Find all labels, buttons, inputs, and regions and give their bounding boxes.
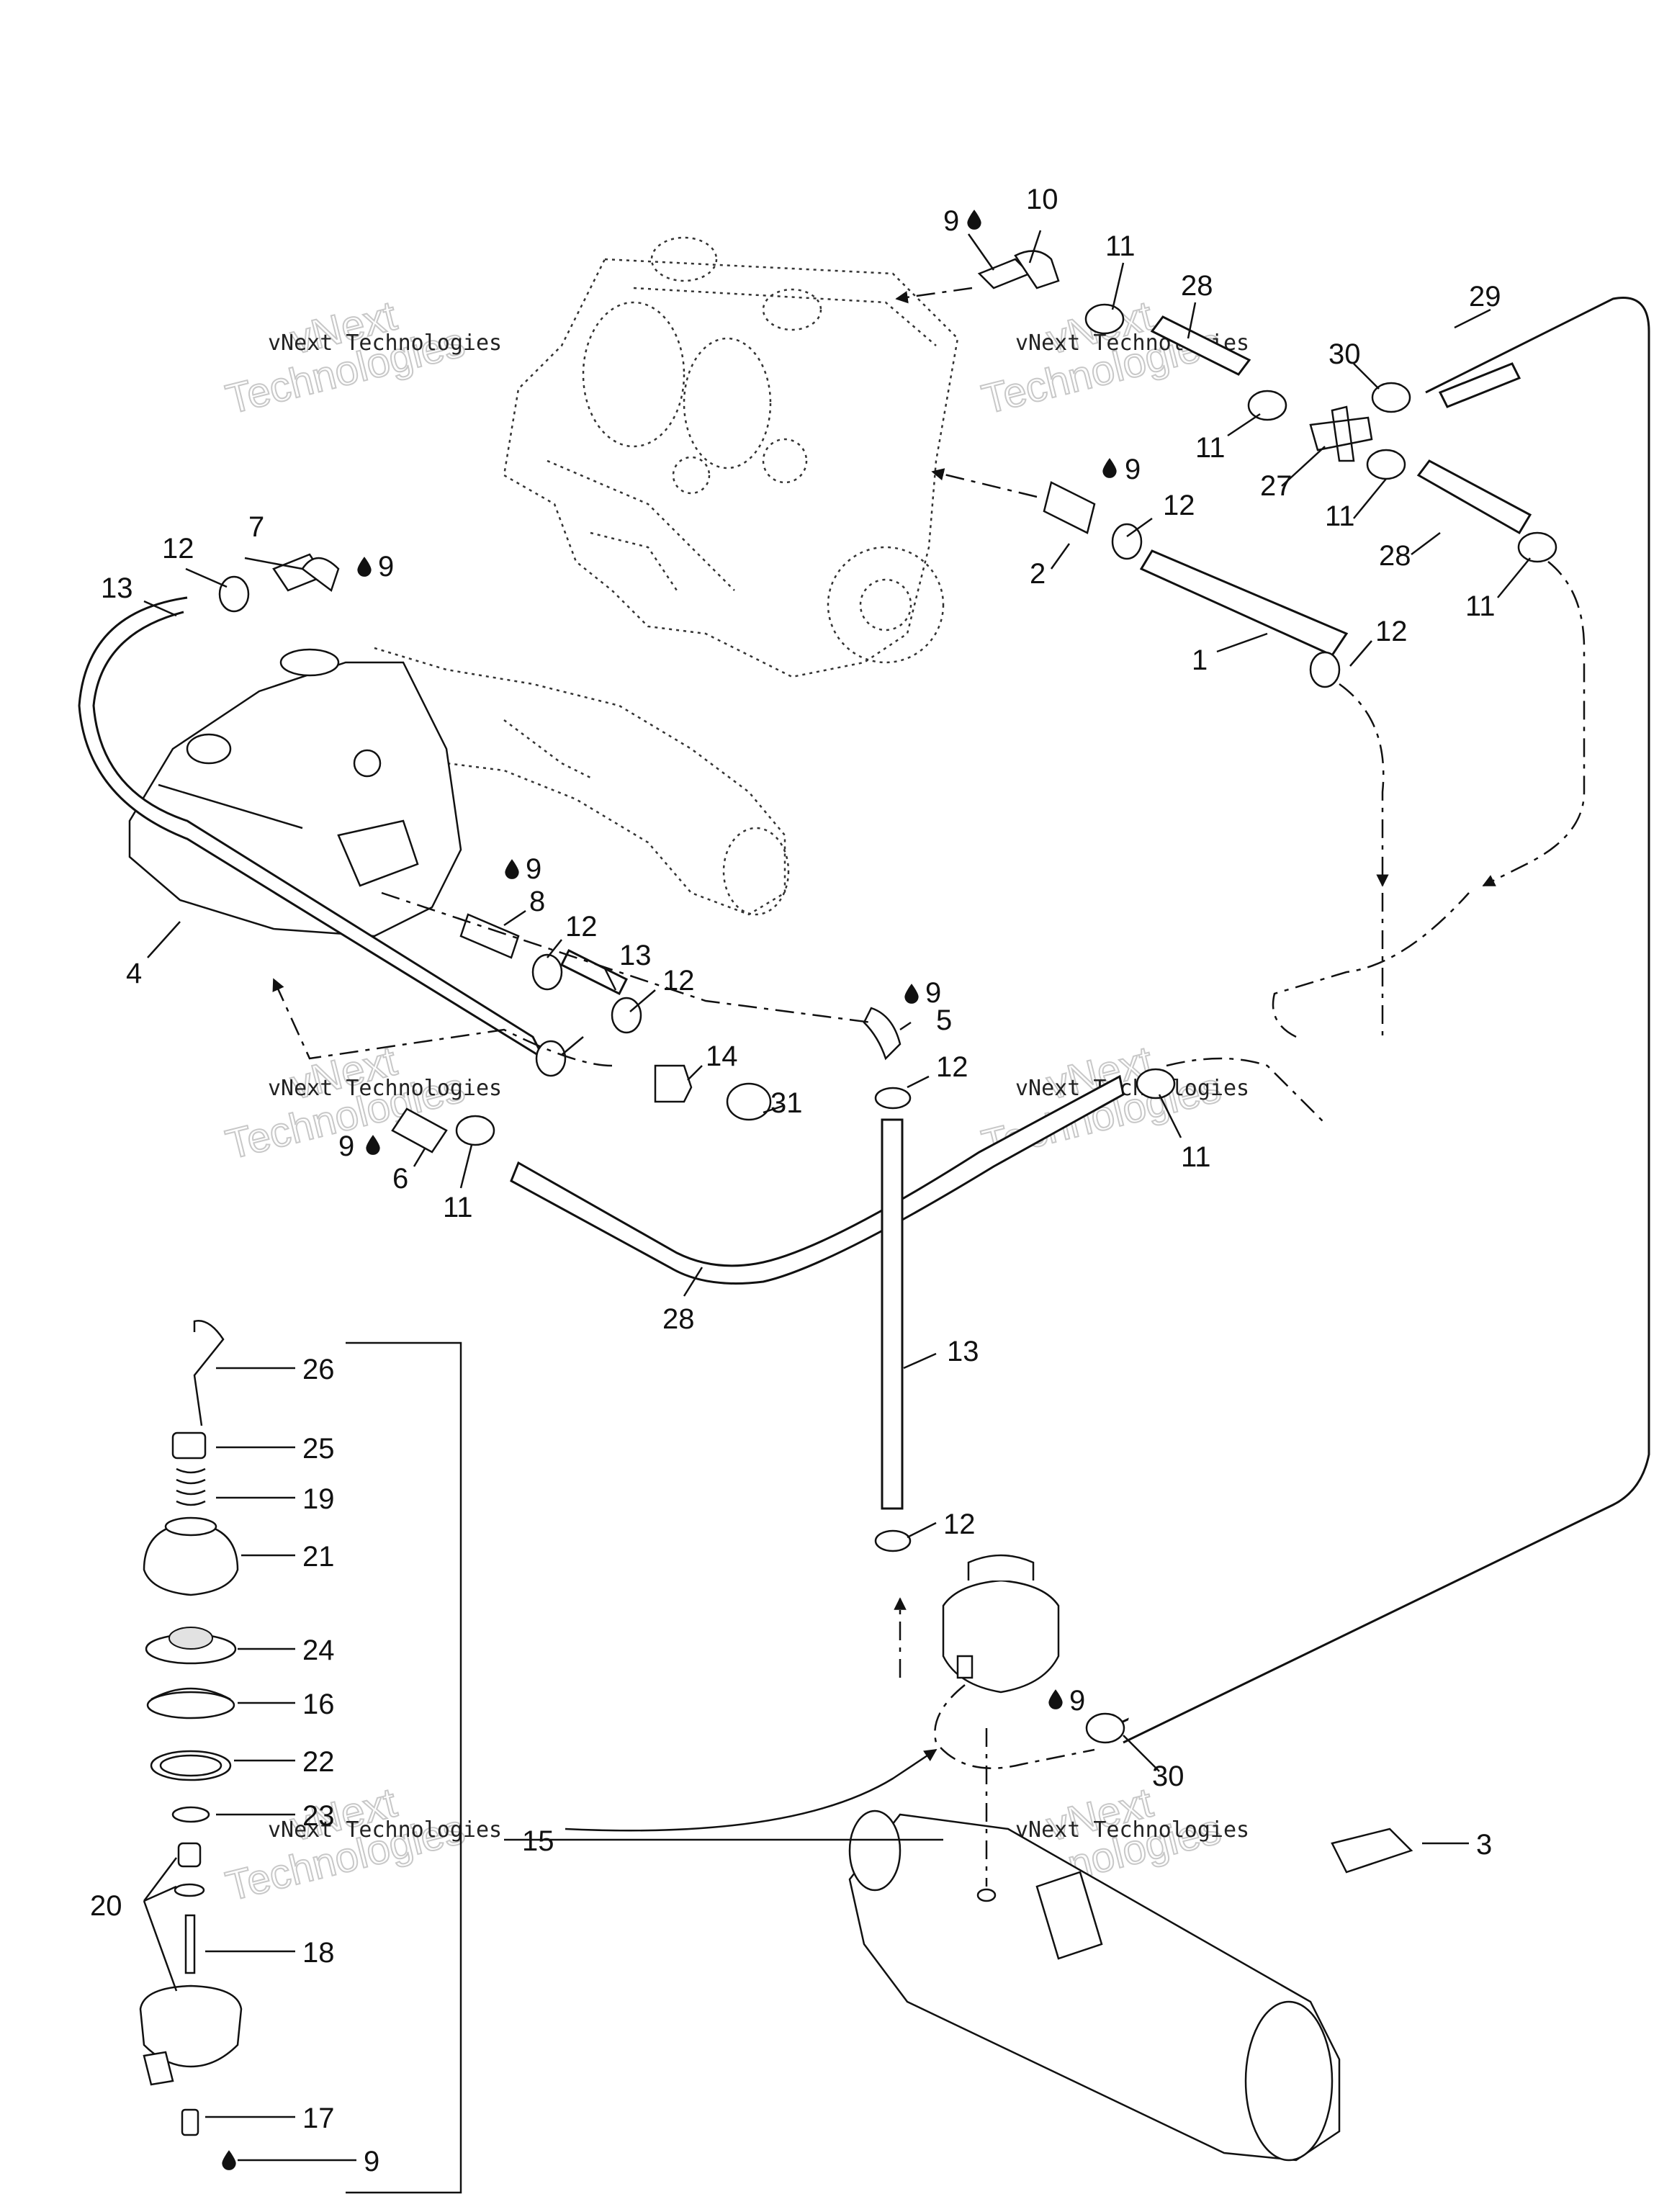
part-label: 13 — [101, 572, 133, 604]
part-label: 25 — [302, 1433, 335, 1465]
part-label: 9 — [1125, 454, 1141, 485]
part-label: 21 — [302, 1541, 335, 1573]
oil-drop-icon — [904, 984, 919, 1004]
regulator-assembly — [139, 1320, 462, 2194]
resonator-tank — [848, 1809, 1341, 2162]
part-label: 11 — [443, 1192, 473, 1223]
watermark: vNext Technologies — [268, 1076, 502, 1101]
part-label: 12 — [662, 965, 695, 997]
oil-drop-icon — [1048, 1689, 1063, 1709]
part-label: 12 — [1163, 490, 1195, 521]
oil-drop-icon — [366, 1135, 380, 1155]
watermark: vNext Technologies — [1015, 1817, 1249, 1843]
part-label: 20 — [90, 1890, 122, 1922]
part-label: 11 — [1181, 1141, 1211, 1173]
part-label: 28 — [1181, 270, 1213, 302]
part-label: 6 — [392, 1163, 408, 1195]
part-label: 2 — [1030, 558, 1046, 590]
part-label: 9 — [378, 551, 394, 583]
part-label: 22 — [302, 1746, 335, 1778]
part-label: 3 — [1476, 1829, 1492, 1861]
part-label: 12 — [162, 533, 194, 565]
part-label: 1 — [1192, 644, 1208, 676]
oil-drop-icon — [222, 2150, 236, 2170]
leader-lines — [143, 230, 1531, 2162]
part-label: 24 — [302, 1635, 335, 1666]
jet-pump-outline — [374, 647, 790, 916]
oil-drop-icon — [505, 859, 519, 879]
part-label: 8 — [529, 886, 545, 917]
part-label: 11 — [1325, 500, 1355, 532]
part-label: 12 — [936, 1051, 968, 1083]
part-label: 9 — [925, 977, 941, 1009]
part-label: 23 — [302, 1800, 335, 1832]
part-label: 26 — [302, 1354, 335, 1385]
waterbox-muffler — [128, 648, 462, 938]
part-label: 12 — [1375, 616, 1408, 647]
oil-drop-icon — [1102, 458, 1117, 478]
part-label: 13 — [947, 1336, 979, 1367]
part-label: 7 — [248, 511, 264, 543]
part-label: 9 — [943, 205, 959, 237]
part-label: 4 — [126, 958, 142, 989]
oil-drop-icon — [967, 210, 981, 230]
part-label: 27 — [1260, 470, 1292, 502]
part-label: 31 — [770, 1087, 803, 1119]
fittings — [218, 250, 1557, 1874]
part-label: 11 — [1195, 432, 1226, 464]
part-label: 30 — [1152, 1761, 1184, 1792]
oil-drop-icon — [357, 557, 372, 577]
part-label: 17 — [302, 2103, 335, 2134]
part-label: 9 — [338, 1130, 354, 1162]
part-label: 11 — [1105, 230, 1136, 262]
part-label: 12 — [565, 911, 598, 943]
engine-outline — [503, 236, 959, 678]
part-label: 19 — [302, 1483, 335, 1515]
part-label: 9 — [526, 853, 541, 885]
coolant-reservoir — [942, 1554, 1060, 1694]
part-label: 13 — [619, 940, 652, 971]
part-label: 12 — [943, 1509, 976, 1540]
part-label: 29 — [1469, 281, 1501, 313]
part-labels: 9 10 11 28 29 30 11 27 9 12 11 28 2 11 1… — [90, 184, 1501, 2177]
part-label: 9 — [364, 2146, 379, 2177]
part-label: 16 — [302, 1689, 335, 1720]
part-label: 9 — [1069, 1685, 1085, 1717]
flow-paths — [272, 287, 1586, 1887]
part-label: 14 — [706, 1040, 738, 1072]
part-label: 10 — [1026, 184, 1058, 215]
watermark: vNext Technologies — [1015, 1076, 1249, 1101]
part-label: 15 — [522, 1825, 554, 1857]
part-label: 11 — [1465, 590, 1496, 622]
part-label: 18 — [302, 1937, 335, 1969]
part-label: 28 — [1379, 540, 1411, 572]
part-label: 5 — [936, 1004, 952, 1036]
watermark: vNext Technologies — [268, 331, 502, 356]
part-label: 30 — [1328, 338, 1361, 370]
hoses — [78, 297, 1650, 1744]
watermark: vNext Technologies — [268, 1817, 502, 1843]
part-label: 28 — [662, 1303, 695, 1335]
